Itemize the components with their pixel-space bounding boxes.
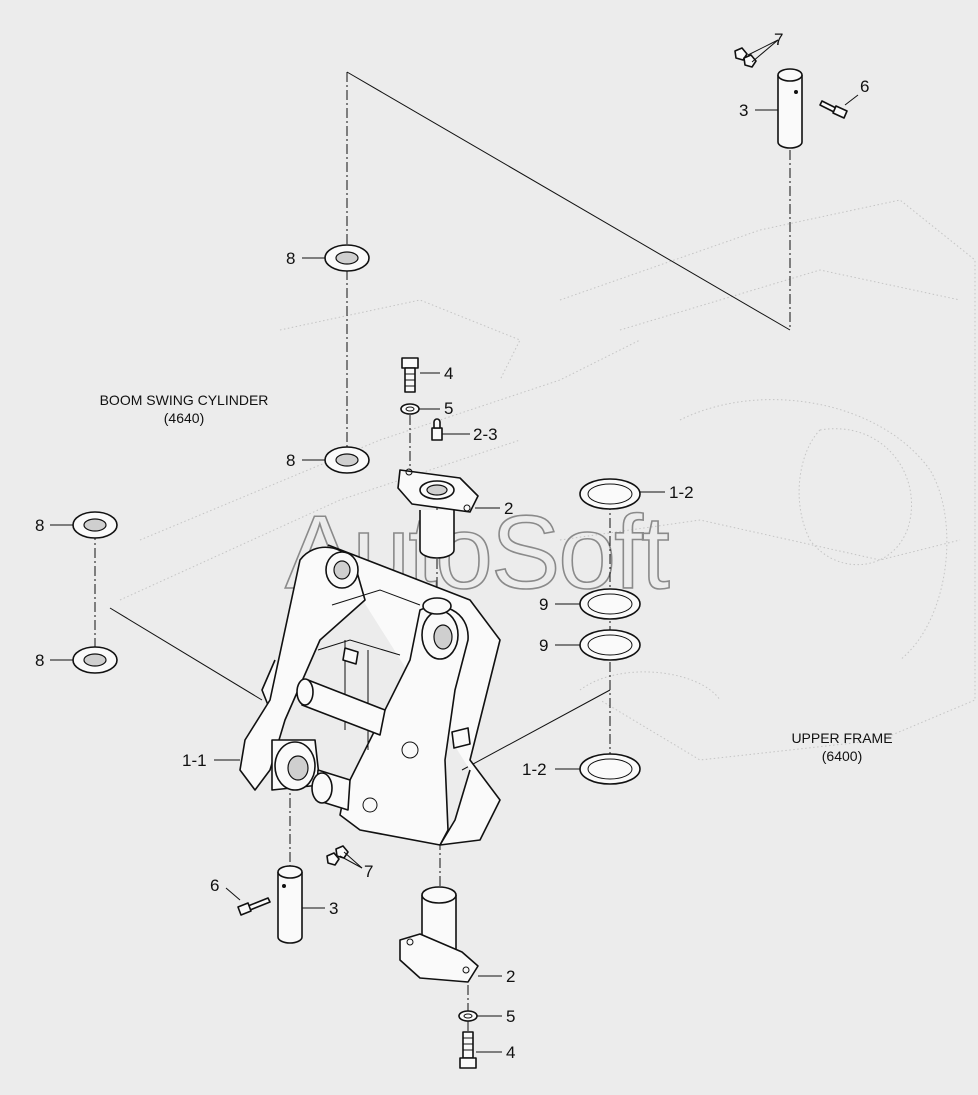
nuts-top: [734, 47, 757, 68]
callout-3-bottom: 3: [329, 899, 338, 918]
callout-1-2-top: 1-2: [669, 483, 694, 502]
callout-6-top: 6: [860, 77, 869, 96]
swing-bracket: [239, 544, 501, 846]
callout-6-bottom: 6: [210, 876, 219, 895]
callout-4-bottom: 4: [506, 1043, 515, 1062]
washer-1-2-top: [579, 478, 641, 510]
callout-2-3: 2-3: [473, 425, 498, 444]
bolt-bottom: [237, 897, 271, 916]
callout-8-a: 8: [286, 249, 295, 268]
callout-2-top: 2: [504, 499, 513, 518]
reference-notes: BOOM SWING CYLINDER (4640) UPPER FRAME (…: [100, 392, 893, 764]
callout-8-b: 8: [286, 451, 295, 470]
bushing-plate-top: [397, 468, 479, 559]
washer-8-d: [72, 646, 118, 674]
callout-4-top: 4: [444, 364, 453, 383]
callout-1-1: 1-1: [182, 751, 207, 770]
washer-9-b: [579, 629, 641, 661]
callout-1-2-bottom: 1-2: [522, 760, 547, 779]
washer-8-b: [324, 446, 370, 474]
nuts-bottom: [326, 845, 349, 866]
ghost-upper-frame: [119, 199, 976, 761]
callout-2-bottom: 2: [506, 967, 515, 986]
pin-top: [777, 68, 803, 149]
callout-5-top: 5: [444, 399, 453, 418]
callout-5-bottom: 5: [506, 1007, 515, 1026]
grease-nipple: [431, 418, 443, 441]
callout-9-a: 9: [539, 595, 548, 614]
pin-bottom: [277, 865, 303, 944]
note-upper-frame: UPPER FRAME: [791, 730, 892, 746]
callout-3-top: 3: [739, 101, 748, 120]
bolt-4-bottom: [459, 1031, 477, 1069]
callout-labels: 7 6 3 8 8 8 8 4 5 2-3 2 1-2 9 9 1-1 1-2 …: [35, 30, 869, 1062]
callout-leaders: [50, 39, 859, 1053]
callout-7-bottom: 7: [364, 862, 373, 881]
washer-8-c: [72, 511, 118, 539]
washer-1-2-bottom: [579, 753, 641, 785]
washer-8-a: [324, 244, 370, 272]
callout-7-top: 7: [774, 30, 783, 49]
note-boom-swing-cylinder-code: (4640): [164, 410, 204, 426]
bushing-plate-bottom: [399, 886, 479, 983]
callout-8-d: 8: [35, 651, 44, 670]
bolt-top: [819, 100, 848, 119]
washer-5-bottom: [458, 1010, 478, 1022]
note-boom-swing-cylinder: BOOM SWING CYLINDER: [100, 392, 269, 408]
note-upper-frame-code: (6400): [822, 748, 862, 764]
callout-9-b: 9: [539, 636, 548, 655]
bolt-4-top: [401, 357, 419, 393]
callout-8-c: 8: [35, 516, 44, 535]
washer-9-a: [579, 588, 641, 620]
washer-5-top: [400, 403, 420, 415]
